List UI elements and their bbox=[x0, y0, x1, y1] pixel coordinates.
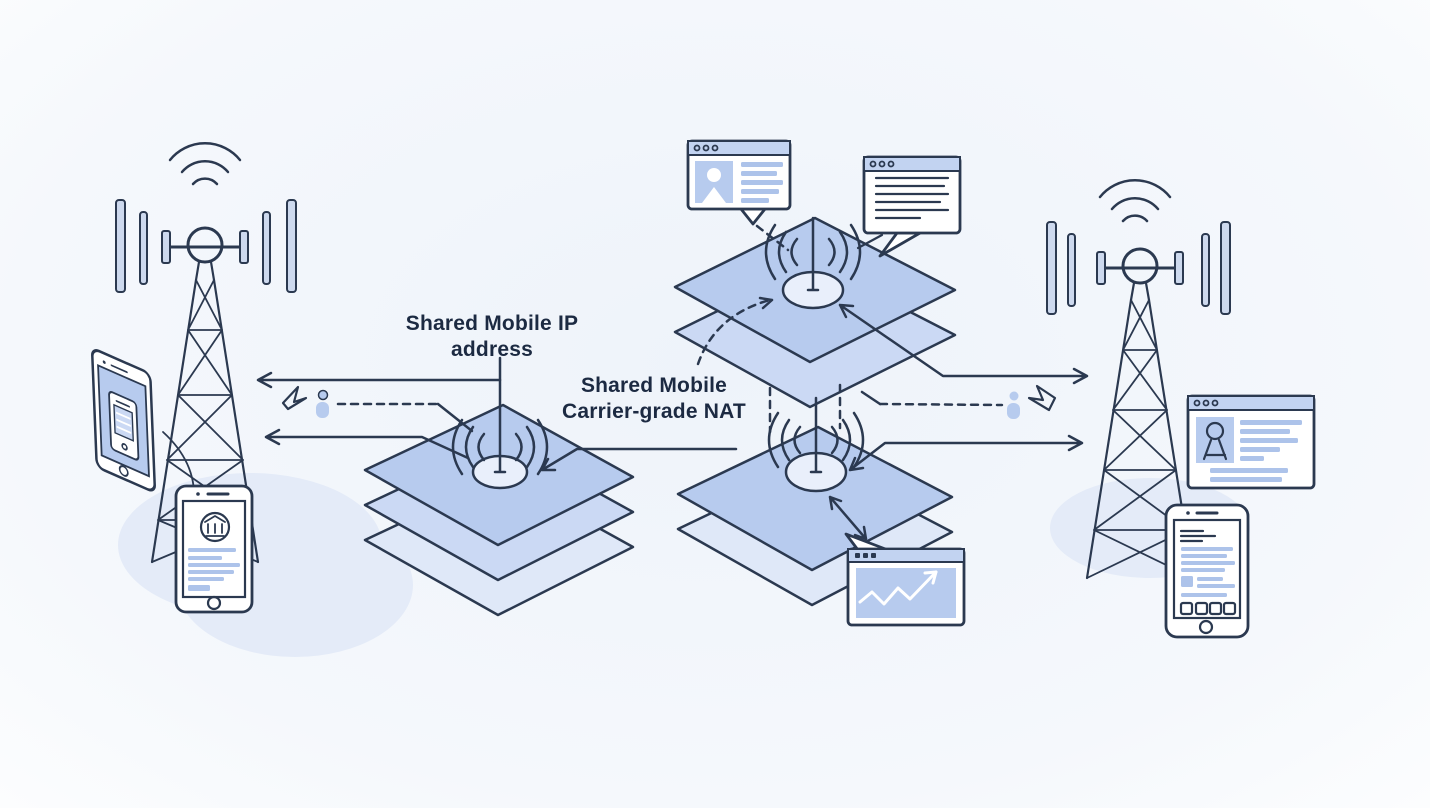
label-shared-mobile-cgnat: Shared Mobile Carrier-grade NAT bbox=[514, 373, 794, 425]
paper-bird-icon bbox=[281, 385, 308, 411]
browser-window-profile-right bbox=[1186, 394, 1316, 490]
home-button-icon bbox=[121, 443, 128, 451]
ground-shadows bbox=[118, 473, 1250, 657]
label-line: Carrier-grade NAT bbox=[562, 400, 746, 423]
label-line: Shared Mobile IP bbox=[405, 312, 579, 335]
text-lines bbox=[188, 548, 240, 591]
speech-tail bbox=[739, 207, 767, 226]
tablet-left bbox=[91, 349, 156, 492]
browser-window-profile-top bbox=[686, 139, 792, 252]
label-line: address bbox=[451, 338, 533, 361]
arrow-lower-to-right-tower bbox=[848, 434, 1084, 472]
tablet-right bbox=[1164, 503, 1250, 639]
window-dots-icon bbox=[1193, 399, 1219, 407]
person-outline-icon bbox=[1202, 421, 1228, 461]
home-button-icon bbox=[1198, 619, 1214, 635]
network-layer-stack-left bbox=[363, 356, 635, 617]
home-button-icon bbox=[206, 595, 222, 611]
antenna-panel-icon bbox=[262, 211, 271, 285]
wifi-waves-icon bbox=[1098, 179, 1172, 223]
app-button-row bbox=[1179, 601, 1237, 616]
connector-arrows-center bbox=[696, 296, 842, 434]
text-lines bbox=[1210, 420, 1302, 482]
camera-icon bbox=[1186, 511, 1190, 515]
arrow-to-left-tower-bottom bbox=[264, 428, 470, 460]
antenna-panel-icon bbox=[139, 211, 148, 285]
text-lines bbox=[874, 176, 950, 220]
window-dots-icon bbox=[869, 160, 895, 168]
paper-bird-icon bbox=[1027, 384, 1057, 412]
antenna-pole bbox=[809, 396, 823, 474]
antenna-pole bbox=[806, 216, 820, 292]
network-layer-stack-lower bbox=[676, 396, 954, 607]
person-icon-right bbox=[1007, 384, 1057, 419]
browser-window-text-top bbox=[856, 155, 962, 258]
camera-icon bbox=[102, 360, 106, 364]
speech-tail bbox=[878, 231, 922, 258]
text-lines bbox=[1179, 529, 1235, 597]
text-lines bbox=[741, 162, 783, 203]
label-shared-mobile-ip: Shared Mobile IP address bbox=[352, 311, 632, 363]
antenna-panel-icon bbox=[286, 199, 297, 293]
camera-icon bbox=[196, 492, 200, 496]
radio-waves-icon bbox=[764, 223, 862, 281]
arrow-to-left-tower-top bbox=[256, 371, 502, 389]
antenna-panel-icon bbox=[1046, 221, 1057, 315]
line-chart-icon bbox=[858, 570, 938, 606]
wifi-waves-icon bbox=[168, 142, 242, 186]
antenna-panel-icon bbox=[1220, 221, 1231, 315]
home-button-icon bbox=[118, 465, 129, 477]
browser-window-graph bbox=[828, 495, 966, 627]
antenna-panel-icon bbox=[1067, 233, 1076, 307]
label-line: Shared Mobile bbox=[580, 374, 728, 397]
phone-left bbox=[174, 484, 254, 614]
phone-inside-screen-icon bbox=[108, 391, 140, 461]
connector-arrows-right bbox=[838, 303, 1089, 472]
connector-arrows-left bbox=[256, 371, 738, 472]
antenna-panel-icon bbox=[115, 199, 126, 293]
antenna-pole bbox=[493, 356, 507, 474]
radio-waves-icon bbox=[767, 411, 865, 469]
window-dots-icon bbox=[693, 144, 719, 152]
dashed-link-right bbox=[878, 402, 1004, 407]
window-dots-icon bbox=[855, 553, 876, 558]
arrow-stack-to-stack bbox=[540, 447, 738, 472]
double-arrow bbox=[828, 495, 868, 541]
bank-badge-icon bbox=[199, 511, 231, 543]
person-icon-left bbox=[281, 385, 329, 418]
cell-tower-right bbox=[1046, 179, 1231, 580]
cell-tower-left bbox=[115, 142, 297, 564]
radio-waves-icon bbox=[451, 418, 549, 476]
antenna-panel-icon bbox=[1201, 233, 1210, 307]
arrow-upper-to-right-tower bbox=[838, 303, 1089, 385]
dashed-vertical-links bbox=[768, 383, 842, 434]
